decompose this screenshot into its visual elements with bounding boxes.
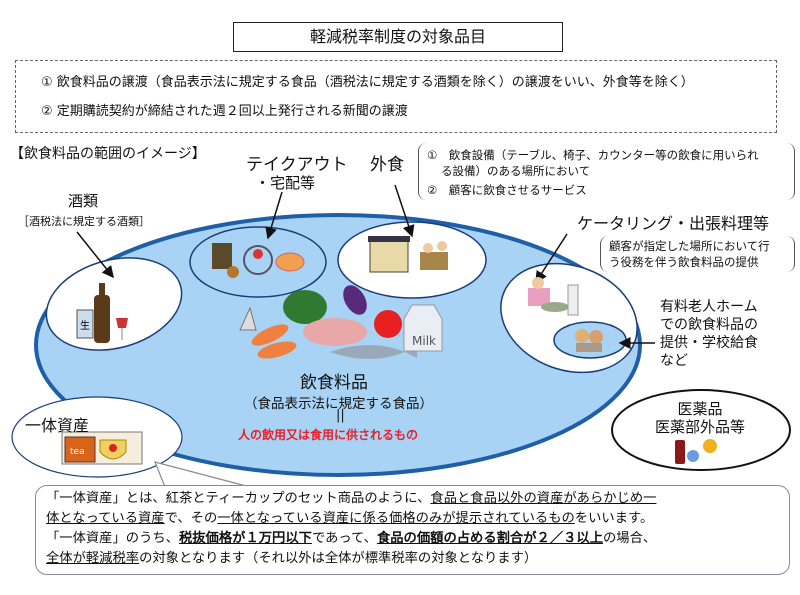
takeout-label: テイクアウト	[246, 155, 348, 175]
integrated-asset-callout: 「一体資産」とは、紅茶とティーカップのセット商品のように、食品と食品以外の資産が…	[35, 485, 790, 575]
nursing-line-4: など	[660, 353, 688, 369]
callout-text-segment: の対象となります（それ以外は全体が標準税率の対象となります）	[139, 551, 538, 566]
callout-line-2: 体となっている資産で、その一体となっている資産に係る価格のみが提示されているもの…	[46, 509, 789, 529]
arrow-gaishoku	[394, 184, 415, 238]
callout-text-segment: をいいます。	[574, 511, 654, 526]
medicine-ellipse	[611, 389, 791, 471]
takeout-ellipse	[189, 226, 327, 298]
food-illustration: Milk	[239, 285, 443, 359]
takeout-label-2: ・宅配等	[255, 174, 316, 192]
page-title: 軽減税率制度の対象品目	[233, 22, 563, 52]
gaishoku-condition-1: ① 飲食設備（テーブル、椅子、カウンター等の飲食に用いられ	[427, 148, 759, 162]
gaishoku-condition-2: ② 顧客に飲食させるサービス	[427, 183, 587, 197]
arrow-takeout	[265, 191, 283, 240]
milk-label: Milk	[412, 334, 436, 348]
callout-text-segment: 体となっている資産	[46, 511, 165, 526]
definition-box: ① 飲食料品の譲渡（食品表示法に規定する食品（酒税法に規定する酒類を除く）の譲渡…	[15, 60, 777, 133]
callout-text-segment: 一体となっている資産に係る価格のみが提示されているもの	[217, 511, 575, 526]
catering-note: 顧客が指定した場所において行 う役務を伴う飲食料品の提供	[600, 236, 795, 272]
alcohol-illustration: 生	[76, 283, 128, 343]
takeout-illustration	[212, 243, 305, 278]
callout-line-1: 「一体資産」とは、紅茶とティーカップのセット商品のように、食品と食品以外の資産が…	[46, 489, 789, 509]
medicine-illustration	[675, 439, 717, 464]
section-heading: 【飲食料品の範囲のイメージ】	[10, 146, 206, 162]
can-label: 生	[80, 319, 90, 332]
nursing-line-1: 有料老人ホーム	[660, 299, 758, 315]
nursing-line-3: 提供・学校給食	[660, 335, 758, 351]
callout-text-segment: 全体が軽減税率	[46, 551, 140, 566]
catering-illustration	[528, 277, 579, 316]
gaishoku-label: 外食	[370, 155, 404, 175]
definition-1: ① 飲食料品の譲渡（食品表示法に規定する食品（酒税法に規定する酒類を除く）の譲渡…	[41, 75, 694, 90]
integrated-asset-label: 一体資産	[25, 416, 90, 435]
gaishoku-condition-1b: る設備）のある場所において	[441, 164, 591, 178]
callout-text-segment: であって、	[311, 531, 377, 546]
catering-label: ケータリング・出張料理等	[577, 214, 770, 233]
nursing-illustration	[575, 329, 603, 352]
definition-2: ② 定期購読契約が締結された週２回以上発行される新聞の譲渡	[41, 104, 408, 119]
nursing-label: 有料老人ホーム での飲食料品の 提供・学校給食 など	[660, 298, 758, 370]
nursing-line-2: での飲食料品の	[660, 317, 758, 333]
equals-sign: ||	[336, 408, 345, 423]
callout-text-segment: 食品と食品以外の資産があらかじめ一	[430, 491, 657, 506]
catering-note-line-1: 顧客が指定した場所において行	[609, 239, 770, 253]
restaurant-illustration	[368, 236, 448, 273]
gaishoku-ellipse	[337, 221, 487, 299]
alcohol-note: ［酒税法に規定する酒類］	[18, 215, 150, 228]
callout-line-4: 全体が軽減税率の対象となります（それ以外は全体が標準税率の対象となります）	[46, 549, 789, 569]
arrow-catering	[535, 233, 568, 284]
callout-line-3: 「一体資産」のうち、税抜価格が１万円以下であって、食品の価額の占める割合が２／３…	[46, 529, 789, 549]
quasi-drug-label: 医薬部外品等	[654, 418, 745, 436]
callout-text-segment: の場合、	[603, 531, 657, 546]
gaishoku-conditions: ① 飲食設備（テーブル、椅子、カウンター等の飲食に用いられ る設備）のある場所に…	[418, 143, 795, 200]
callout-text-segment: 食品の価額の占める割合が２／３以上	[376, 531, 604, 546]
callout-text-segment: 「一体資産」とは、紅茶とティーカップのセット商品のように、	[46, 491, 431, 506]
tea-set-illustration: tea	[61, 431, 143, 465]
medicine-label: 医薬品	[677, 400, 723, 418]
callout-text-segment: 税抜価格が１万円以下	[178, 531, 312, 546]
food-definition: 人の飲用又は食用に供されるもの	[238, 428, 419, 442]
catering-note-line-2: う役務を伴う飲食料品の提供	[609, 255, 759, 269]
tea-label: tea	[70, 447, 85, 457]
callout-text-segment: で、その	[164, 511, 218, 526]
callout-text-segment: 「一体資産」のうち、	[46, 531, 179, 546]
arrow-alcohol	[76, 231, 114, 279]
food-label: 飲食料品	[300, 373, 368, 393]
alcohol-label: 酒類	[68, 192, 99, 210]
food-sub-label: （食品表示法に規定する食品）	[244, 396, 433, 412]
